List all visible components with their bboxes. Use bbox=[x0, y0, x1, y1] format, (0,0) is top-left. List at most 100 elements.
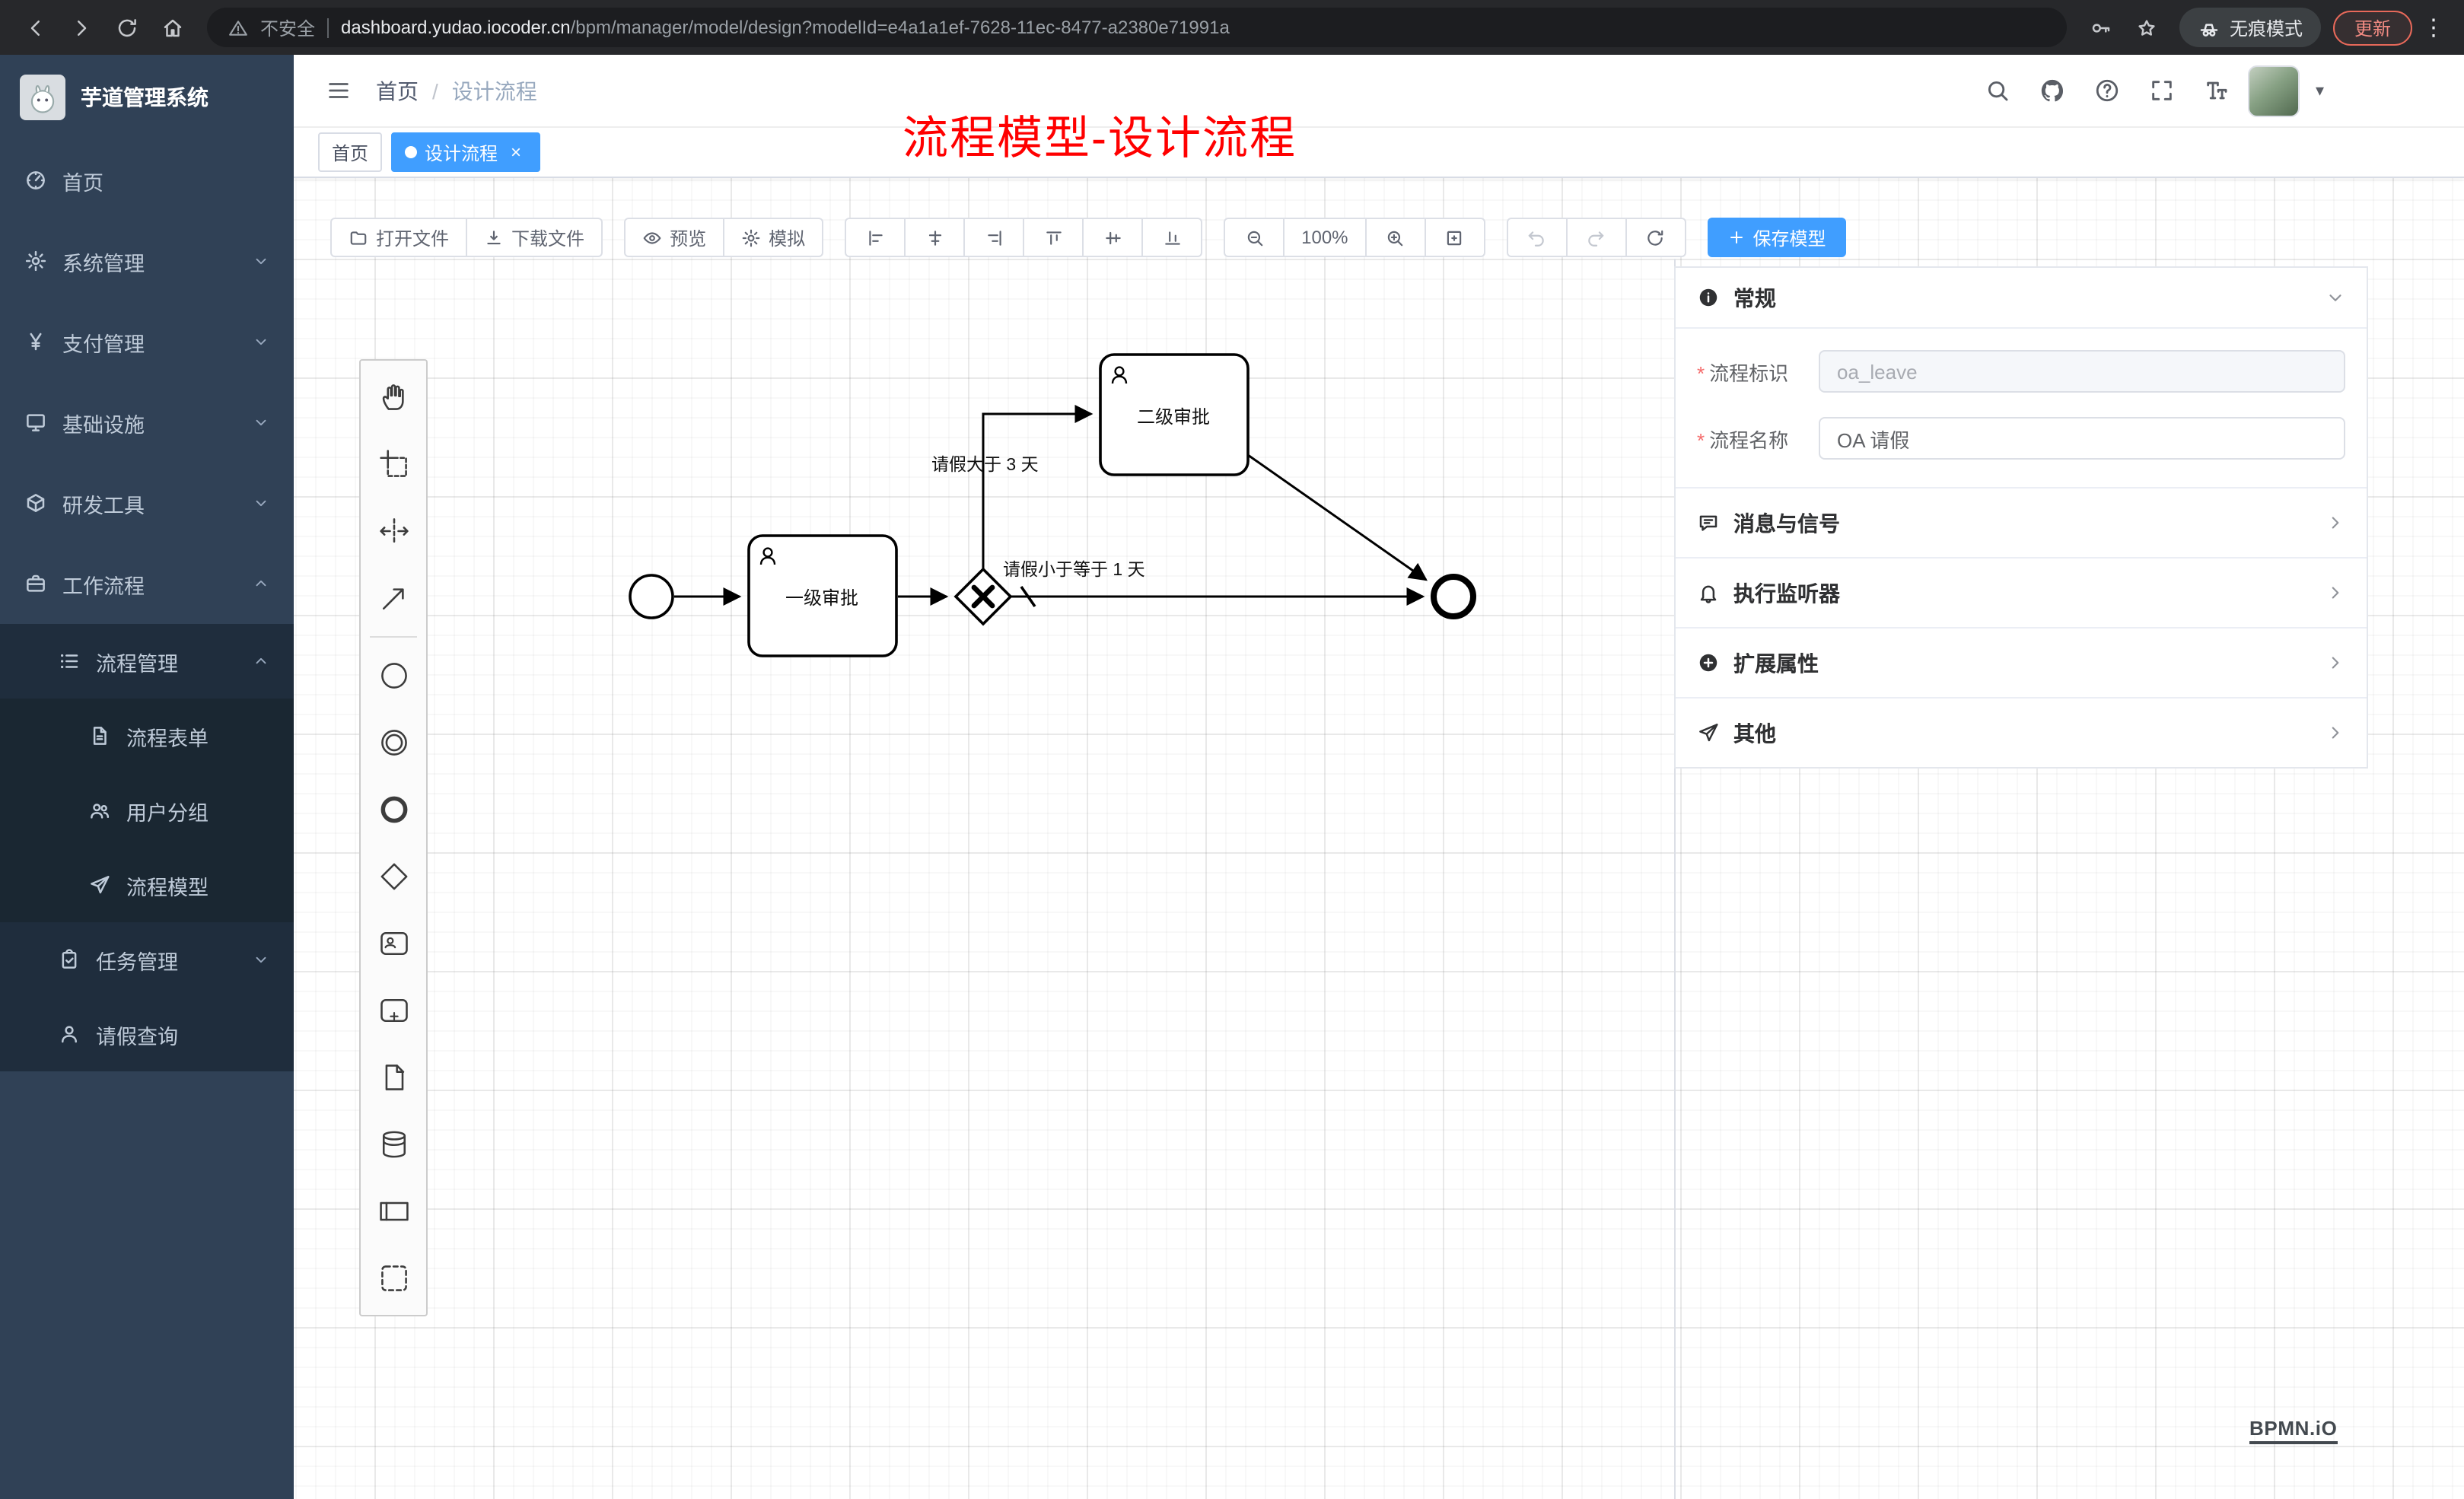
create-end-event[interactable] bbox=[361, 776, 426, 843]
bpmn-flow-task2-to-end[interactable] bbox=[1247, 454, 1428, 581]
zoom-in-button[interactable] bbox=[1364, 218, 1426, 257]
tag-design-process[interactable]: 设计流程 × bbox=[391, 132, 541, 172]
sidebar-item-devtools[interactable]: 研发工具 bbox=[0, 463, 294, 543]
bpmn-end-event[interactable] bbox=[1431, 574, 1476, 619]
user-avatar[interactable] bbox=[2248, 65, 2300, 116]
sidebar-item-label: 支付管理 bbox=[62, 333, 145, 355]
bpmn-flow-gt3days[interactable] bbox=[982, 405, 1094, 569]
lasso-tool[interactable] bbox=[361, 431, 426, 498]
sidebar-item-task-management[interactable]: 任务管理 bbox=[0, 922, 294, 997]
create-start-event[interactable] bbox=[361, 642, 426, 709]
align-top-button[interactable] bbox=[1023, 218, 1084, 257]
bpmn-exclusive-gateway[interactable] bbox=[953, 567, 1013, 626]
fullscreen-button[interactable] bbox=[2139, 68, 2185, 113]
chevron-right-icon bbox=[2326, 583, 2345, 603]
zoom-out-button[interactable] bbox=[1224, 218, 1285, 257]
sidebar-item-user-group[interactable]: 用户分组 bbox=[0, 773, 294, 848]
help-button[interactable] bbox=[2084, 68, 2130, 113]
undo-icon bbox=[1527, 228, 1547, 247]
execution-listener-row[interactable]: 执行监听器 bbox=[1676, 557, 2367, 627]
workflow-submenu: 流程管理 流程表单 用户分组 流程模型 任务管理 bbox=[0, 624, 294, 1071]
flow-label-le1[interactable]: 请假小于等于 1 天 bbox=[1003, 559, 1145, 579]
create-gateway[interactable] bbox=[361, 843, 426, 910]
font-size-button[interactable] bbox=[2194, 68, 2240, 113]
preview-button[interactable]: 预览 bbox=[624, 218, 725, 257]
password-key-button[interactable] bbox=[2082, 8, 2122, 47]
browser-home-button[interactable] bbox=[152, 8, 192, 47]
key-icon bbox=[2090, 16, 2113, 39]
browser-menu-button[interactable]: ⋮ bbox=[2418, 8, 2449, 47]
divider bbox=[327, 18, 329, 37]
sidebar-item-process-model[interactable]: 流程模型 bbox=[0, 848, 294, 922]
app-logo bbox=[20, 75, 65, 120]
align-left-button[interactable] bbox=[845, 218, 906, 257]
restart-button[interactable] bbox=[1625, 218, 1686, 257]
sidebar-item-system[interactable]: 系统管理 bbox=[0, 221, 294, 301]
extended-properties-row[interactable]: 扩展属性 bbox=[1676, 627, 2367, 697]
bpmn-task-level1-approve[interactable]: 一级审批 bbox=[747, 534, 898, 657]
paper-plane-icon bbox=[1697, 721, 1720, 744]
align-center-button[interactable] bbox=[904, 218, 966, 257]
app-logo-row[interactable]: 芋道管理系统 bbox=[0, 55, 294, 140]
sidebar-item-home[interactable]: 首页 bbox=[0, 140, 294, 221]
reload-icon bbox=[115, 16, 138, 39]
general-section-header[interactable]: 常规 bbox=[1676, 268, 2367, 329]
bpmn-start-event[interactable] bbox=[629, 574, 674, 619]
search-icon bbox=[1985, 78, 2010, 103]
create-intermediate-event[interactable] bbox=[361, 709, 426, 776]
task-label: 二级审批 bbox=[1137, 407, 1210, 428]
zoom-level-button[interactable]: 100% bbox=[1283, 218, 1367, 257]
create-group[interactable] bbox=[361, 1245, 426, 1312]
create-data-object[interactable] bbox=[361, 1044, 426, 1111]
create-subprocess[interactable] bbox=[361, 977, 426, 1044]
bpmn-io-watermark[interactable]: BPMN.iO bbox=[2249, 1417, 2338, 1444]
tag-home[interactable]: 首页 bbox=[318, 132, 383, 172]
process-key-input[interactable] bbox=[1819, 350, 2345, 393]
simulate-button[interactable]: 模拟 bbox=[723, 218, 824, 257]
global-connect-tool[interactable] bbox=[361, 565, 426, 632]
sidebar-item-payment[interactable]: 支付管理 bbox=[0, 301, 294, 382]
redo-button[interactable] bbox=[1565, 218, 1627, 257]
sidebar-toggle-button[interactable] bbox=[315, 68, 361, 113]
search-button[interactable] bbox=[1975, 68, 2020, 113]
open-file-button[interactable]: 打开文件 bbox=[330, 218, 468, 257]
create-data-store[interactable] bbox=[361, 1111, 426, 1178]
bookmark-button[interactable] bbox=[2128, 8, 2167, 47]
avatar-caret-icon[interactable]: ▾ bbox=[2315, 82, 2324, 100]
other-row[interactable]: 其他 bbox=[1676, 697, 2367, 767]
address-bar[interactable]: 不安全 dashboard.yudao.iocoder.cn/bpm/manag… bbox=[207, 8, 2067, 47]
process-name-input[interactable] bbox=[1819, 417, 2345, 460]
sidebar-item-label: 任务管理 bbox=[96, 950, 178, 973]
sidebar-item-infrastructure[interactable]: 基础设施 bbox=[0, 382, 294, 463]
designer-toolbar: 打开文件 下载文件 预览 模拟 bbox=[330, 218, 1846, 257]
browser-forward-button[interactable] bbox=[61, 8, 100, 47]
panel-splitter[interactable] bbox=[1674, 259, 1676, 1499]
bpmn-palette bbox=[359, 359, 428, 1316]
messages-signals-row[interactable]: 消息与信号 bbox=[1676, 487, 2367, 557]
sidebar-item-process-management[interactable]: 流程管理 bbox=[0, 624, 294, 699]
save-model-button[interactable]: 保存模型 bbox=[1707, 218, 1846, 257]
flow-label-gt3[interactable]: 请假大于 3 天 bbox=[931, 454, 1039, 474]
space-tool[interactable] bbox=[361, 498, 426, 565]
sidebar-item-process-form[interactable]: 流程表单 bbox=[0, 699, 294, 773]
bpmn-task-level2-approve[interactable]: 二级审批 bbox=[1099, 353, 1250, 476]
create-user-task[interactable] bbox=[361, 910, 426, 977]
sidebar-item-leave-query[interactable]: 请假查询 bbox=[0, 997, 294, 1071]
align-right-button[interactable] bbox=[963, 218, 1025, 257]
create-participant[interactable] bbox=[361, 1178, 426, 1245]
undo-button[interactable] bbox=[1506, 218, 1568, 257]
browser-back-button[interactable] bbox=[15, 8, 55, 47]
close-tag-icon[interactable]: × bbox=[511, 142, 522, 163]
github-button[interactable] bbox=[2029, 68, 2075, 113]
reset-view-button[interactable] bbox=[1424, 218, 1485, 257]
align-middle-button[interactable] bbox=[1082, 218, 1144, 257]
list-icon bbox=[58, 650, 81, 673]
hand-tool[interactable] bbox=[361, 364, 426, 431]
sidebar-item-workflow[interactable]: 工作流程 bbox=[0, 543, 294, 624]
download-file-button[interactable]: 下载文件 bbox=[466, 218, 603, 257]
breadcrumb-home[interactable]: 首页 bbox=[376, 78, 419, 103]
browser-update-button[interactable]: 更新 bbox=[2332, 10, 2412, 45]
align-bottom-button[interactable] bbox=[1141, 218, 1203, 257]
url-text: dashboard.yudao.iocoder.cn/bpm/manager/m… bbox=[341, 17, 1230, 38]
browser-reload-button[interactable] bbox=[107, 8, 146, 47]
